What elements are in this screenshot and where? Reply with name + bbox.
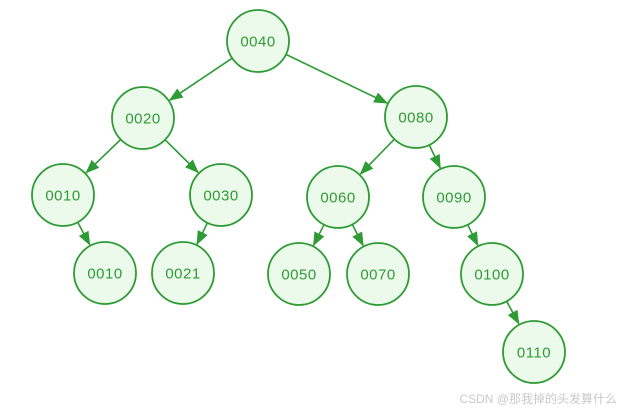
- tree-edge-n0080-n0090: [428, 144, 442, 170]
- tree-edge-n0020-n0010: [85, 138, 122, 174]
- tree-node-label: 0090: [436, 189, 471, 206]
- tree-node-circle: [502, 320, 566, 384]
- tree-node-label: 0010: [45, 187, 80, 204]
- tree-node-circle: [306, 165, 370, 229]
- tree-edge-n0010-n0010b: [76, 221, 91, 246]
- tree-node-n0030: 0030: [189, 163, 253, 227]
- tree-edge-n0090-n0100: [466, 224, 479, 247]
- tree-edge-n0040-n0020: [168, 57, 233, 101]
- tree-node-n0010b: 0010: [73, 241, 137, 305]
- tree-node-label: 0040: [240, 33, 275, 50]
- tree-edge-n0020-n0030: [164, 139, 199, 174]
- tree-node-circle: [346, 242, 410, 306]
- tree-node-label: 0060: [320, 189, 355, 206]
- tree-node-label: 0030: [203, 187, 238, 204]
- tree-node-n0110: 0110: [502, 320, 566, 384]
- tree-node-label: 0050: [281, 266, 316, 283]
- tree-node-circle: [460, 242, 524, 306]
- tree-node-n0010: 0010: [31, 163, 95, 227]
- tree-node-circle: [73, 241, 137, 305]
- tree-node-n0080: 0080: [384, 85, 448, 149]
- edge-layer: [76, 53, 520, 325]
- tree-node-circle: [267, 242, 331, 306]
- tree-edge-n0080-n0060: [359, 138, 395, 175]
- tree-node-n0021: 0021: [151, 241, 215, 305]
- tree-edge-n0040-n0080: [285, 53, 389, 104]
- watermark: CSDN @那我掉的头发算什么: [459, 392, 617, 406]
- tree-node-n0060: 0060: [306, 165, 370, 229]
- tree-node-n0040: 0040: [226, 9, 290, 73]
- tree-node-label: 0080: [398, 109, 433, 126]
- tree-node-circle: [226, 9, 290, 73]
- node-layer: 0040 0020 0080 0010 0030 0060 0090 0010 0021 0050…: [31, 9, 566, 384]
- tree-edge-n0030-n0021: [196, 222, 209, 246]
- tree-node-n0050: 0050: [267, 242, 331, 306]
- tree-node-circle: [31, 163, 95, 227]
- tree-node-label: 0010: [87, 265, 122, 282]
- tree-node-circle: [422, 165, 486, 229]
- tree-edge-n0060-n0070: [351, 224, 364, 247]
- tree-node-n0100: 0100: [460, 242, 524, 306]
- tree-edge-n0100-n0110: [505, 300, 520, 325]
- tree-node-label: 0070: [360, 266, 395, 283]
- tree-node-label: 0110: [517, 344, 551, 361]
- tree-node-label: 0100: [474, 266, 509, 283]
- tree-edge-n0060-n0050: [312, 224, 325, 247]
- tree-node-label: 0020: [125, 110, 160, 127]
- tree-node-n0090: 0090: [422, 165, 486, 229]
- tree-node-circle: [384, 85, 448, 149]
- tree-node-label: 0021: [165, 265, 200, 282]
- tree-node-circle: [151, 241, 215, 305]
- tree-node-n0070: 0070: [346, 242, 410, 306]
- tree-node-n0020: 0020: [111, 86, 175, 150]
- tree-node-circle: [189, 163, 253, 227]
- tree-node-circle: [111, 86, 175, 150]
